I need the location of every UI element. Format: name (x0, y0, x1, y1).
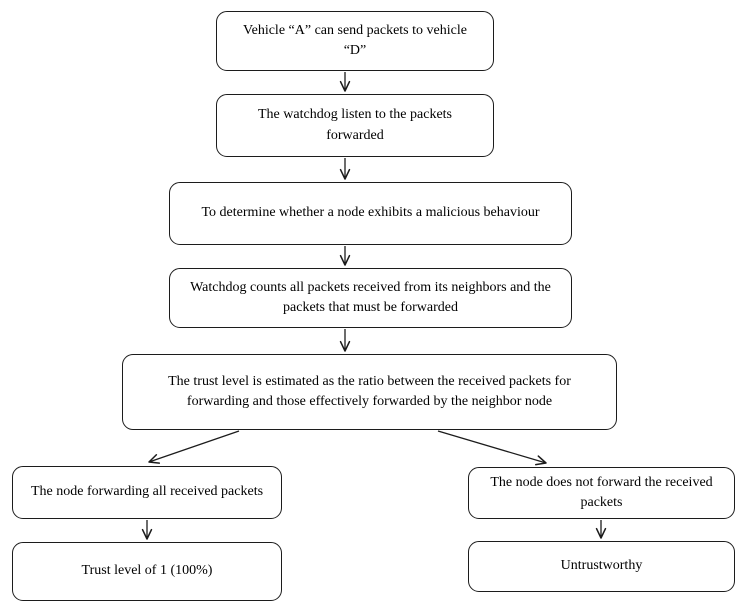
edge-trust-ratio-to-node-not-forward (437, 430, 547, 466)
flow-node-label: Watchdog counts all packets received fro… (190, 279, 551, 315)
flow-node-label: The node forwarding all received packets (30, 484, 264, 500)
flow-node-label: Trust level of 1 (100%) (81, 563, 213, 579)
flow-node-send-packets: Vehicle “A” can send packets to vehicle … (216, 11, 494, 71)
flow-node-determine-malicious: To determine whether a node exhibits a m… (169, 182, 572, 245)
flow-node-node-forwards-all: The node forwarding all received packets (12, 466, 282, 519)
flow-node-node-not-forward: The node does not forward the received p… (468, 467, 735, 519)
flow-node-label: The node does not forward the received p… (490, 474, 713, 510)
flow-node-label: The trust level is estimated as the rati… (168, 373, 571, 409)
flow-node-label: To determine whether a node exhibits a m… (201, 205, 540, 221)
flow-node-watchdog-counts: Watchdog counts all packets received fro… (169, 268, 572, 328)
flow-node-untrustworthy: Untrustworthy (468, 541, 735, 592)
flow-node-label: Vehicle “A” can send packets to vehicle … (243, 22, 467, 58)
flow-node-trust-level-1: Trust level of 1 (100%) (12, 542, 282, 601)
flow-node-label: The watchdog listen to the packets forwa… (258, 107, 452, 143)
edge-trust-ratio-to-node-forwards-all (148, 430, 240, 464)
flow-node-label: Untrustworthy (560, 558, 643, 574)
flow-node-trust-ratio: The trust level is estimated as the rati… (122, 354, 617, 430)
flow-node-watchdog-listen: The watchdog listen to the packets forwa… (216, 94, 494, 157)
